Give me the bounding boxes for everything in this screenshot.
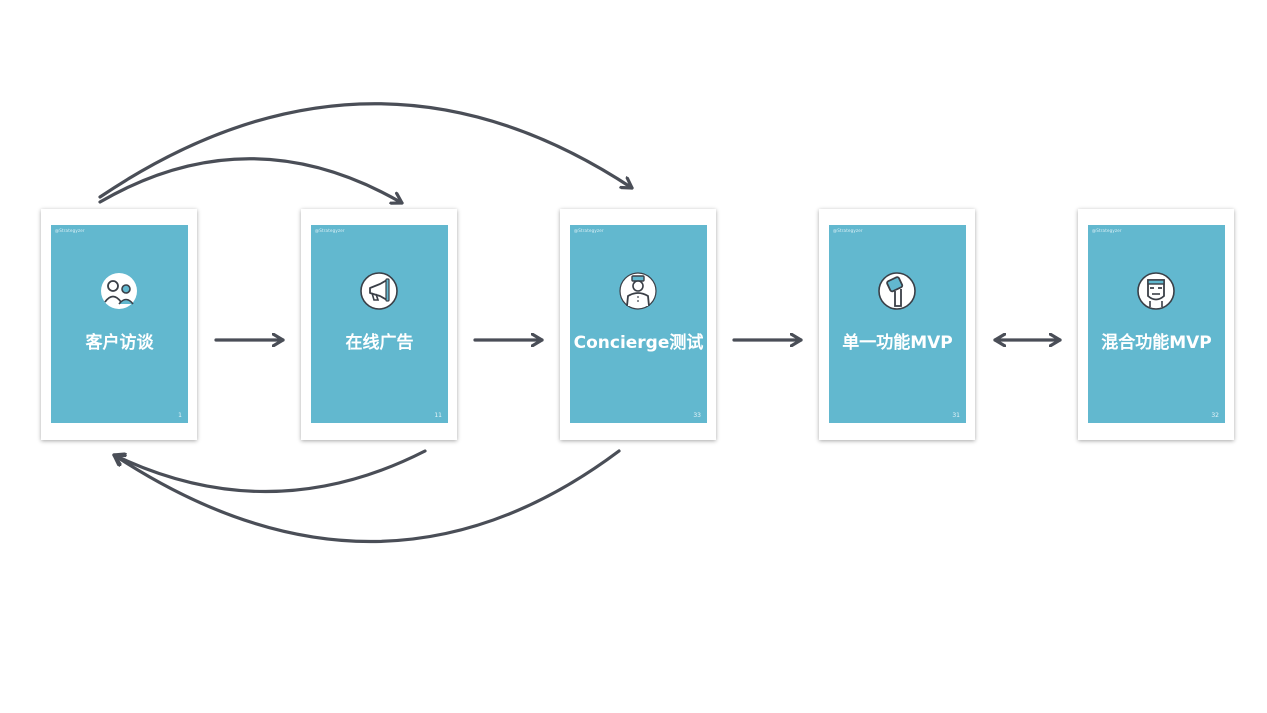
robot-icon bbox=[1137, 272, 1175, 310]
card-title: 单一功能MVP bbox=[842, 333, 953, 353]
arrow-curve-ads-to-interview bbox=[112, 449, 427, 494]
card-number: 1 bbox=[178, 412, 182, 419]
brand-label: @Strategyzer bbox=[833, 228, 863, 233]
card-number: 11 bbox=[434, 412, 442, 419]
card-customer-interview[interactable]: @Strategyzer 客户访谈 1 bbox=[41, 209, 197, 440]
card-title: 混合功能MVP bbox=[1101, 333, 1212, 353]
card-face: @Strategyzer 在线广告 11 bbox=[311, 225, 448, 423]
card-concierge-test[interactable]: @Strategyzer Concierge测试 33 bbox=[560, 209, 716, 440]
interview-icon bbox=[101, 273, 137, 309]
card-face: @Strategyzer Concierge测试 33 bbox=[570, 225, 707, 423]
brand-label: @Strategyzer bbox=[1092, 228, 1122, 233]
brand-label: @Strategyzer bbox=[574, 228, 604, 233]
card-face: @Strategyzer 客户访谈 1 bbox=[51, 225, 188, 423]
arrow-curve-interview-to-ads bbox=[98, 157, 404, 203]
card-mixed-feature-mvp[interactable]: @Strategyzer 混合功能MVP 32 bbox=[1078, 209, 1234, 440]
card-online-ads[interactable]: @Strategyzer 在线广告 11 bbox=[301, 209, 457, 440]
card-title: 在线广告 bbox=[345, 333, 414, 353]
card-number: 31 bbox=[952, 412, 960, 419]
brand-label: @Strategyzer bbox=[315, 228, 345, 233]
arrow-curve-concierge-to-interview bbox=[112, 449, 621, 544]
megaphone-icon bbox=[360, 272, 398, 310]
brand-label: @Strategyzer bbox=[55, 228, 85, 233]
arrow-curve-interview-to-concierge bbox=[98, 102, 634, 199]
card-single-feature-mvp[interactable]: @Strategyzer 单一功能MVP 31 bbox=[819, 209, 975, 440]
device-icon bbox=[878, 272, 916, 310]
card-title: 客户访谈 bbox=[85, 333, 154, 353]
bellhop-icon bbox=[619, 272, 657, 310]
card-number: 32 bbox=[1211, 412, 1219, 419]
card-title: Concierge测试 bbox=[573, 333, 704, 353]
card-number: 33 bbox=[693, 412, 701, 419]
card-face: @Strategyzer 混合功能MVP 32 bbox=[1088, 225, 1225, 423]
card-face: @Strategyzer 单一功能MVP 31 bbox=[829, 225, 966, 423]
